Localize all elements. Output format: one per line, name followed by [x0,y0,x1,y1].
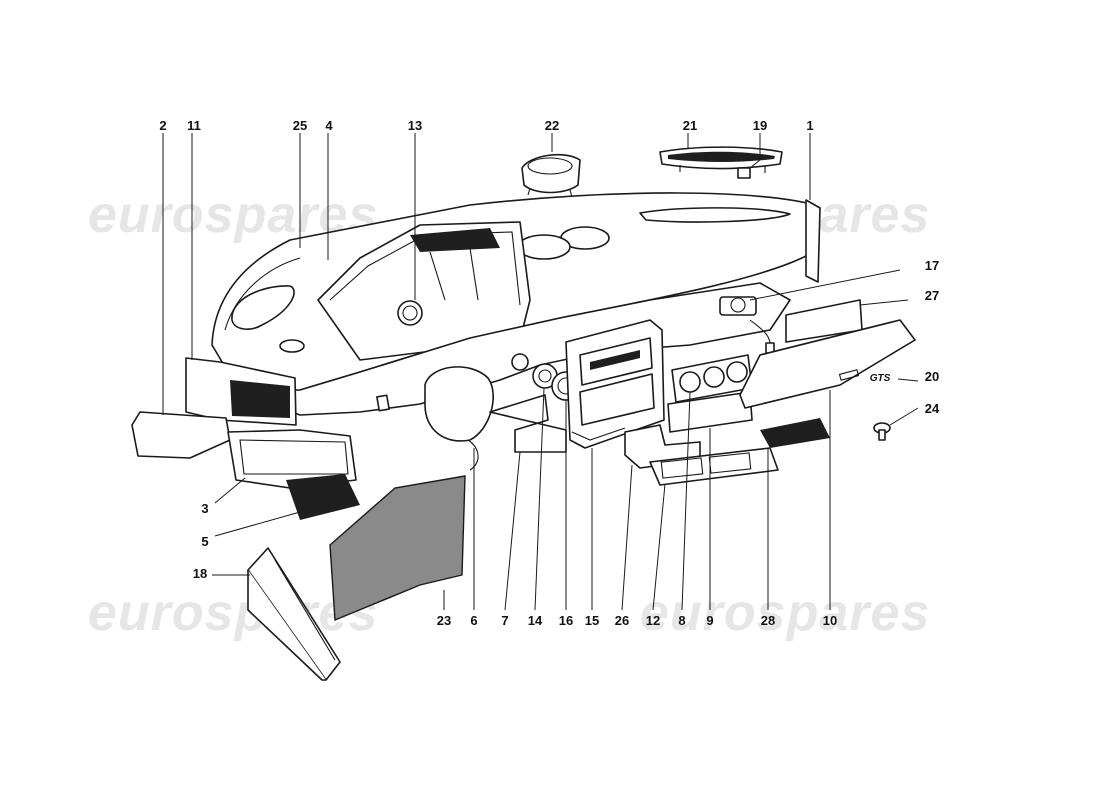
left-duct-part-2 [131,411,231,459]
pad-part-5 [286,474,360,520]
callout-13: 13 [408,118,422,133]
callout-3: 3 [201,501,208,516]
gts-badge-part-20: GTS [870,373,891,384]
callout-7: 7 [501,613,508,628]
callout-23: 23 [437,613,451,628]
screw-part-24 [873,422,891,441]
left-trim-dark-face [230,380,290,418]
switch-panel-part-12 [649,447,779,486]
glovebox-panel-part-10 [739,319,916,409]
carpet-panel-part-23 [329,475,466,622]
defroster-trim-part-21 [659,146,783,173]
callout-27: 27 [925,288,939,303]
knee-panel-part-7 [489,394,567,453]
callout-21: 21 [683,118,697,133]
leader-lines [162,133,919,611]
callout-15: 15 [585,613,599,628]
speaker-part-17 [719,296,775,354]
callout-9: 9 [706,613,713,628]
side-panel-part-1 [805,199,821,283]
center-console-part-15 [565,319,665,449]
callout-17: 17 [925,258,939,273]
callout-8: 8 [678,613,685,628]
console-bracket-part-26 [624,424,701,469]
defroster-vent-part-22 [521,153,581,198]
callout-12: 12 [646,613,660,628]
callout-28: 28 [761,613,775,628]
callout-19: 19 [753,118,767,133]
gts-badge-text: GTS [870,373,891,384]
callout-2: 2 [159,118,166,133]
callout-labels: 2 11 25 4 13 22 21 19 1 17 27 20 24 3 5 … [159,118,940,628]
pad-part-28 [760,418,830,448]
callout-5: 5 [201,534,208,549]
callout-20: 20 [925,369,939,384]
callout-22: 22 [545,118,559,133]
callout-16: 16 [559,613,573,628]
callout-26: 26 [615,613,629,628]
callout-10: 10 [823,613,837,628]
clip-part-19 [737,167,751,179]
watermark-bottom-right: eurospares [640,584,930,642]
left-vent-part-3 [227,429,357,489]
callout-11: 11 [187,118,201,133]
callout-1: 1 [806,118,813,133]
foot-rest-part-18 [247,547,341,681]
callout-25: 25 [293,118,307,133]
callout-4: 4 [325,118,333,133]
callout-6: 6 [470,613,477,628]
dashboard-top-part-25 [211,192,816,471]
callout-14: 14 [528,613,543,628]
gauge-pod-part-8 [671,354,753,403]
watermark-bottom-left: eurospares [88,584,378,642]
callout-18: 18 [193,566,207,581]
callout-24: 24 [925,401,940,416]
